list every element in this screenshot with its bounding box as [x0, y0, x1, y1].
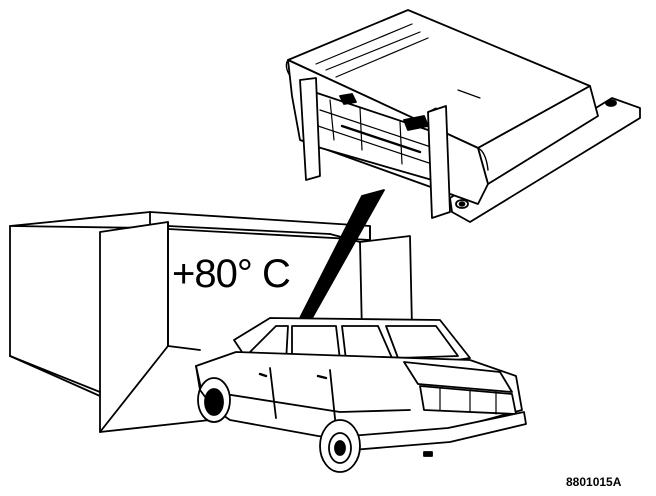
car [195, 317, 527, 473]
pointer-wedge [299, 189, 385, 319]
control-module [285, 9, 641, 223]
figure-code: 8801015A [566, 475, 622, 489]
temperature-label: +80° C [172, 252, 291, 296]
